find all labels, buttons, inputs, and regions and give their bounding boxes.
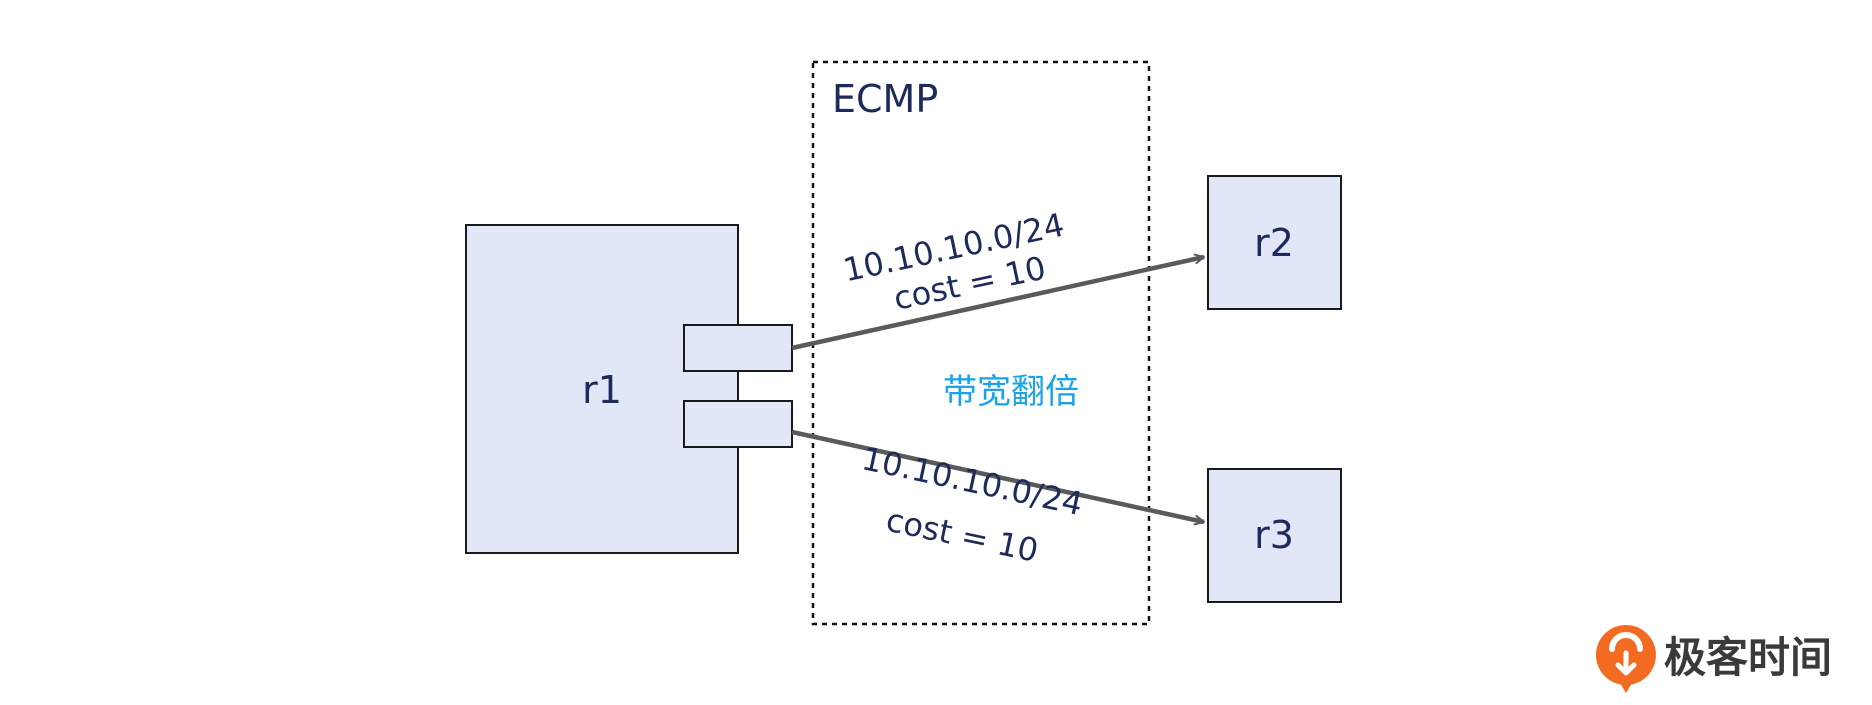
geektime-logo-icon (1595, 625, 1656, 693)
router-r3 (1207, 468, 1342, 603)
r1-interface-lower (683, 400, 793, 448)
link-arrow-r1-r3 (791, 429, 1205, 526)
router-r3-label: r3 (1254, 513, 1294, 557)
router-r1-label: r1 (582, 368, 622, 412)
brand-name: 极客时间 (1664, 633, 1832, 682)
router-r2 (1207, 175, 1342, 310)
link-r3-cost: cost = 10 (883, 501, 1042, 570)
ecmp-label: ECMP (832, 77, 938, 121)
router-r2-label: r2 (1254, 221, 1294, 265)
router-r1 (465, 224, 739, 554)
bandwidth-note: 带宽翻倍 (943, 372, 1079, 412)
link-arrow-r1-r2 (791, 253, 1205, 351)
r1-interface-upper (683, 324, 793, 372)
